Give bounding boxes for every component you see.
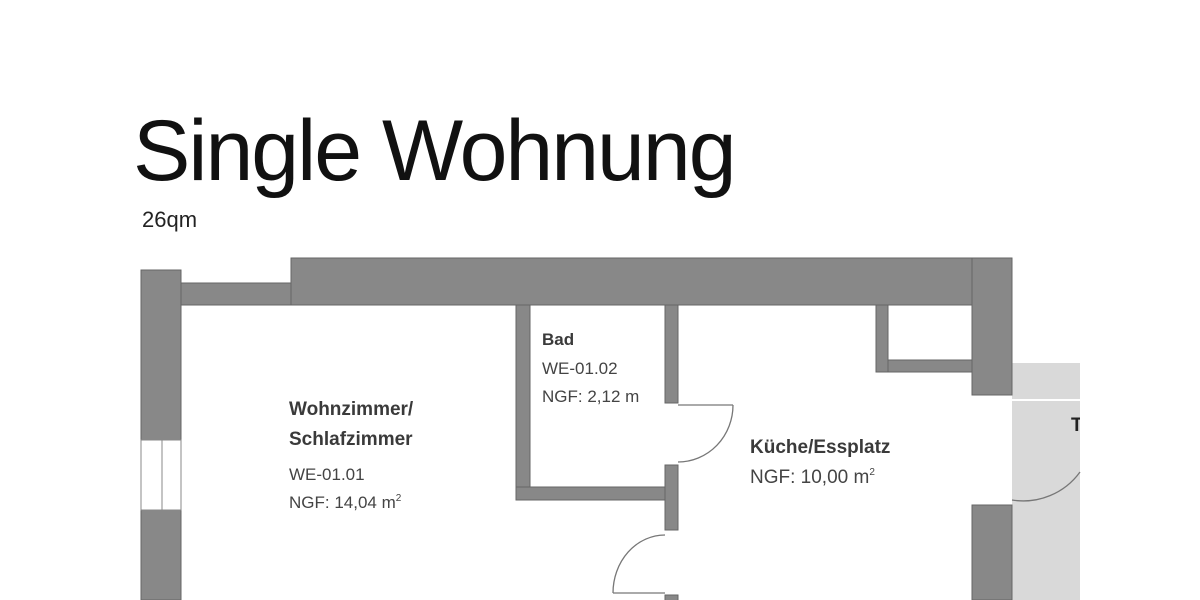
walls [140,257,1013,600]
outside-area [1012,363,1080,600]
room-name-living-2: Schlafzimmer [289,429,413,450]
room-name-bath: Bad [542,330,575,349]
room-id-bath: WE-01.02 [542,359,618,378]
window [140,439,182,511]
room-name-living-1: Wohnzimmer/ [289,399,414,420]
room-name-terrace: T [1071,416,1080,435]
door-swings [612,404,1081,594]
apartment-size: 26qm [142,207,198,232]
room-area-kitchen: NGF: 10,00 m2 [750,467,875,488]
page-title: Single Wohnung [133,103,737,199]
room-area-living: NGF: 14,04 m2 [289,493,402,512]
room-name-kitchen: Küche/Essplatz [750,437,891,458]
room-id-living: WE-01.01 [289,465,365,484]
room-area-bath: NGF: 2,12 m [542,388,640,405]
